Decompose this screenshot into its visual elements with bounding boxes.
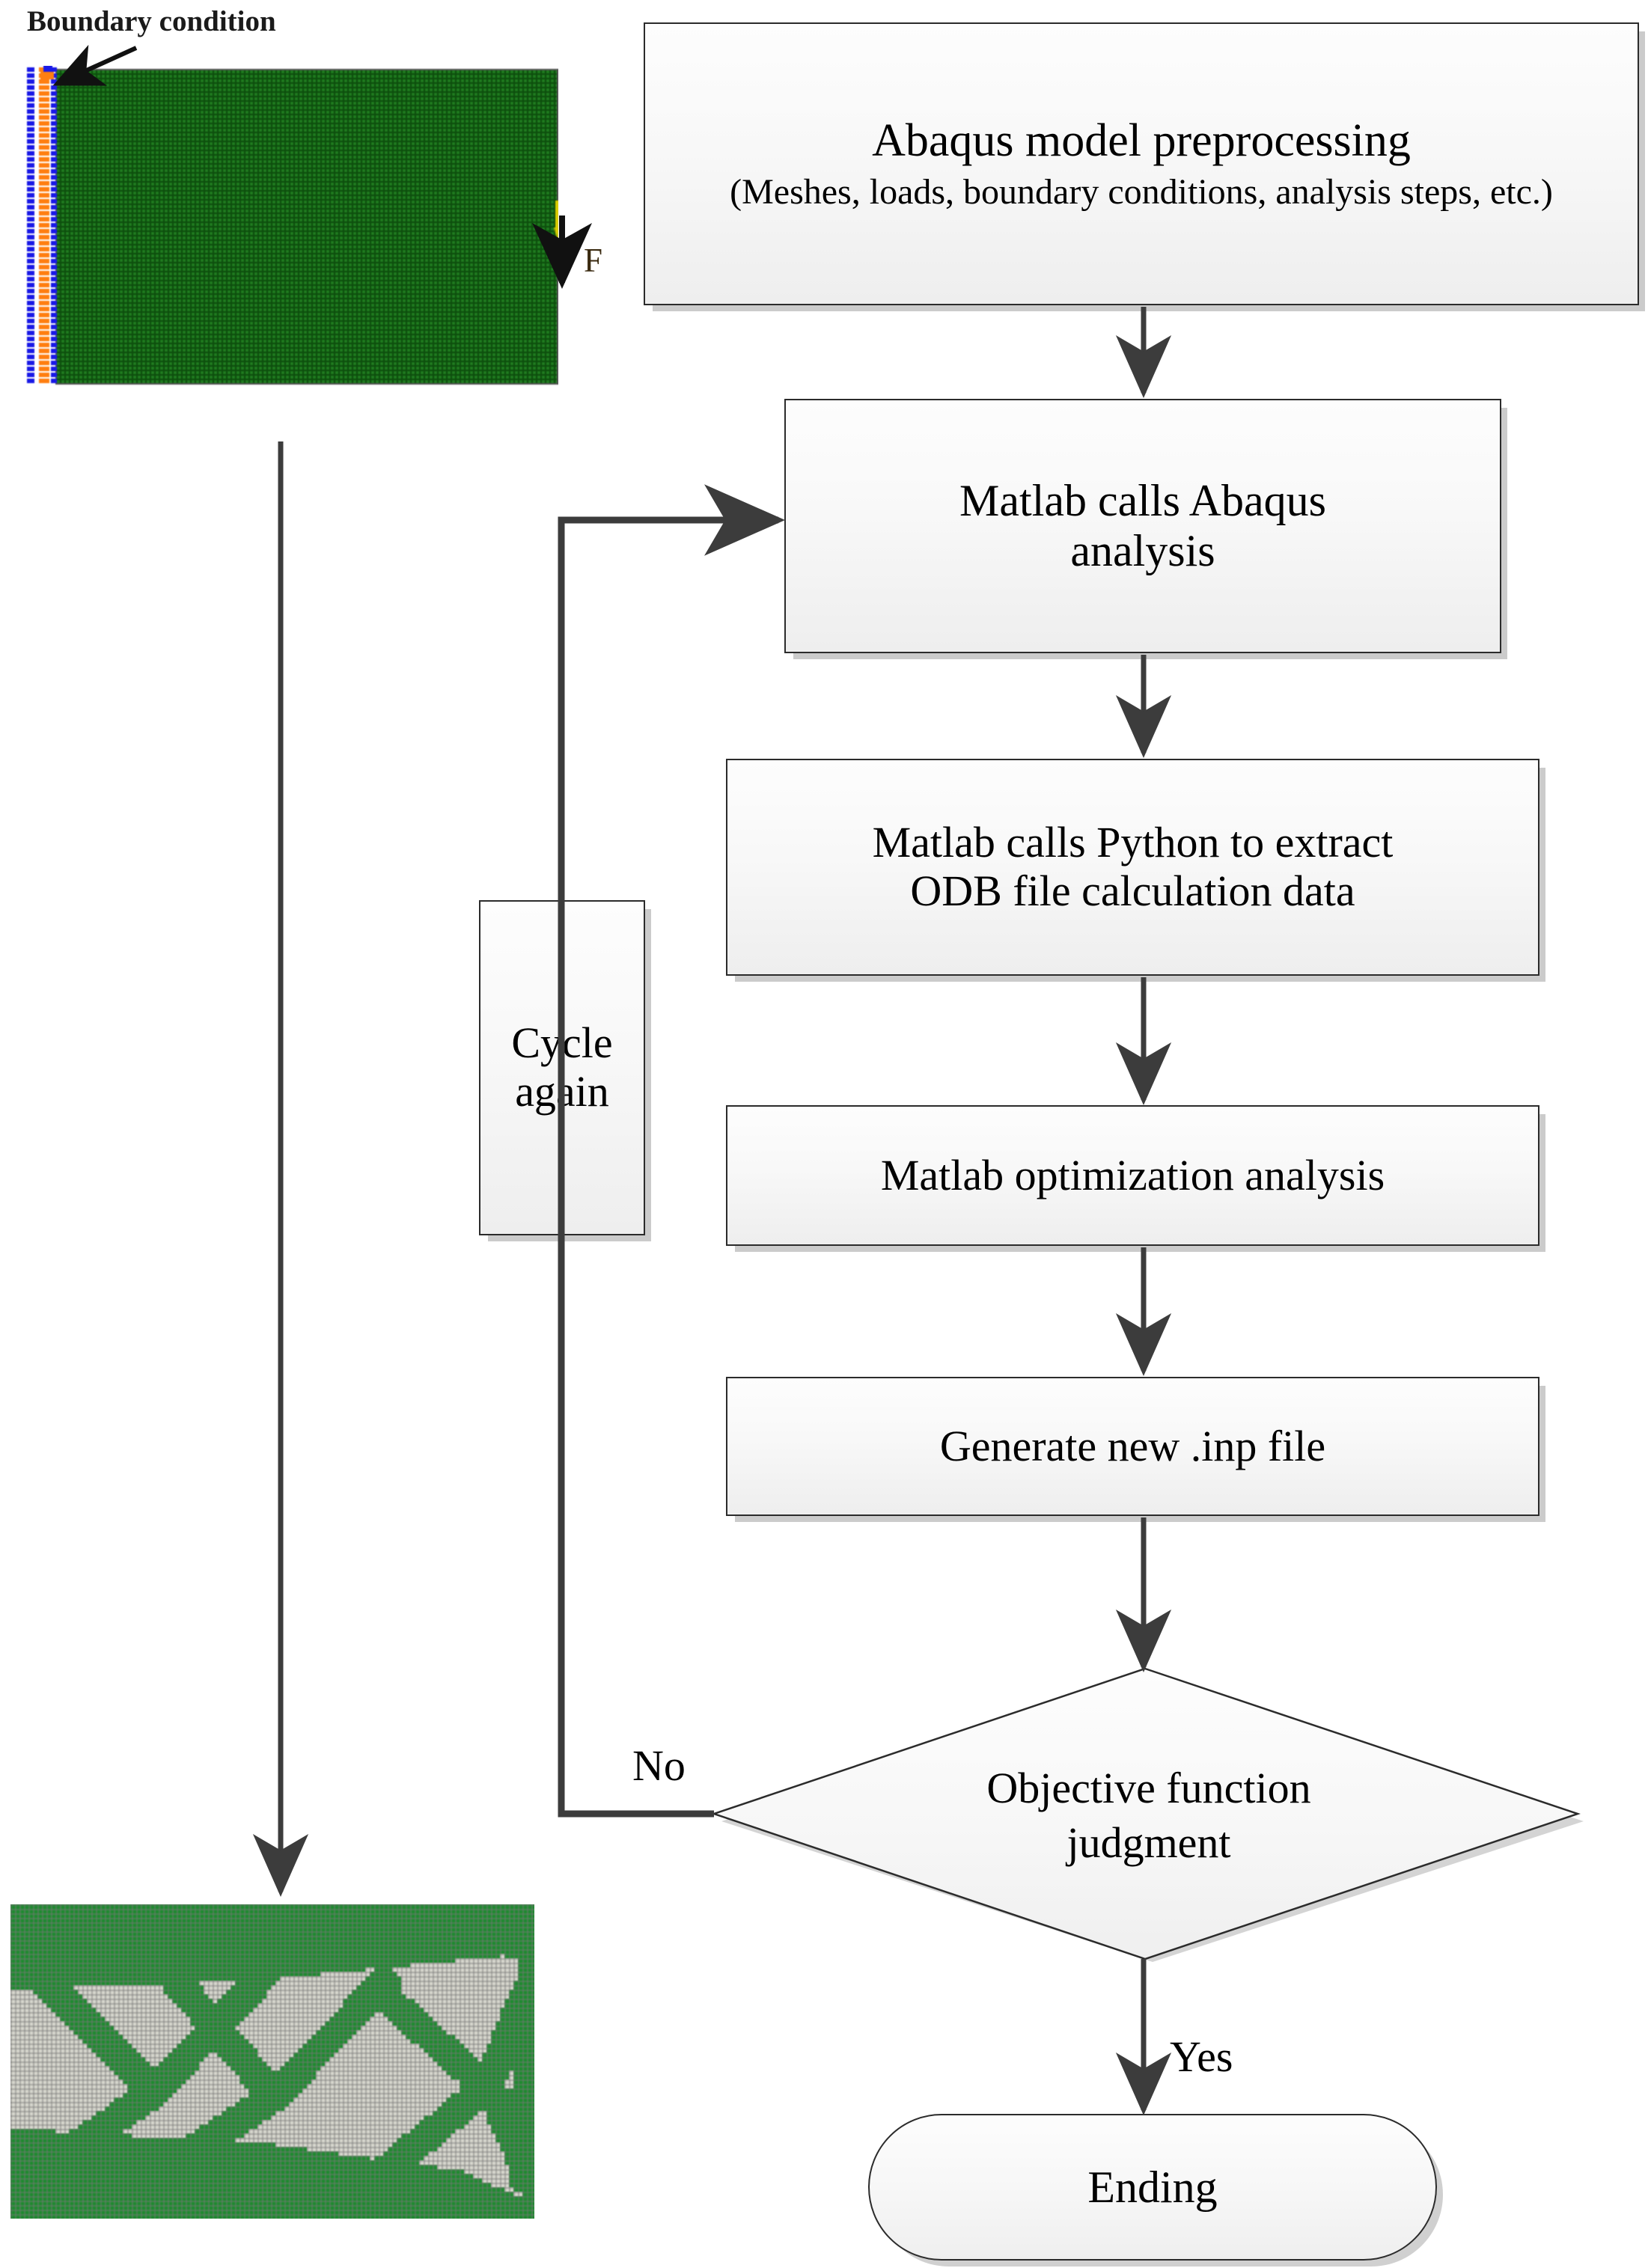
node-generate-new-inp-file[interactable]: Generate new .inp file bbox=[726, 1377, 1539, 1516]
boundary-condition-label: Boundary condition bbox=[27, 5, 276, 37]
node-label-line2: ODB file calculation data bbox=[910, 866, 1355, 915]
decision-diamond-shape bbox=[711, 1667, 1584, 1962]
node-label-line1: Cycle bbox=[511, 1018, 613, 1068]
node-label-line1: Generate new .inp file bbox=[939, 1421, 1326, 1470]
edge-label-no: No bbox=[632, 1741, 686, 1790]
node-matlab-calls-python-extract-odb[interactable]: Matlab calls Python to extract ODB file … bbox=[726, 759, 1539, 976]
node-objective-function-judgment[interactable]: Objective function judgment bbox=[711, 1663, 1587, 1969]
node-label-line2: analysis bbox=[1070, 526, 1215, 575]
node-label-line1: Matlab calls Abaqus bbox=[959, 475, 1326, 525]
node-ending[interactable]: Ending bbox=[868, 2114, 1437, 2261]
node-abaqus-model-preprocessing[interactable]: Abaqus model preprocessing (Meshes, load… bbox=[644, 22, 1639, 305]
initial-model-image bbox=[22, 66, 558, 388]
node-label-line1: Matlab optimization analysis bbox=[880, 1150, 1385, 1199]
node-cycle-again[interactable]: Cycle again bbox=[479, 900, 645, 1235]
node-label-line1: Abaqus model preprocessing bbox=[872, 115, 1411, 167]
node-matlab-calls-abaqus-analysis[interactable]: Matlab calls Abaqus analysis bbox=[784, 399, 1501, 653]
node-label-line2: again bbox=[515, 1067, 609, 1116]
node-label-line2: (Meshes, loads, boundary conditions, ana… bbox=[730, 171, 1553, 212]
node-matlab-optimization-analysis[interactable]: Matlab optimization analysis bbox=[726, 1105, 1539, 1246]
edge-label-yes: Yes bbox=[1170, 2032, 1233, 2081]
force-label: F bbox=[584, 242, 603, 279]
node-label: Ending bbox=[1087, 2162, 1218, 2212]
optimized-result-image bbox=[10, 1904, 534, 2219]
node-label-line1: Matlab calls Python to extract bbox=[872, 818, 1394, 867]
